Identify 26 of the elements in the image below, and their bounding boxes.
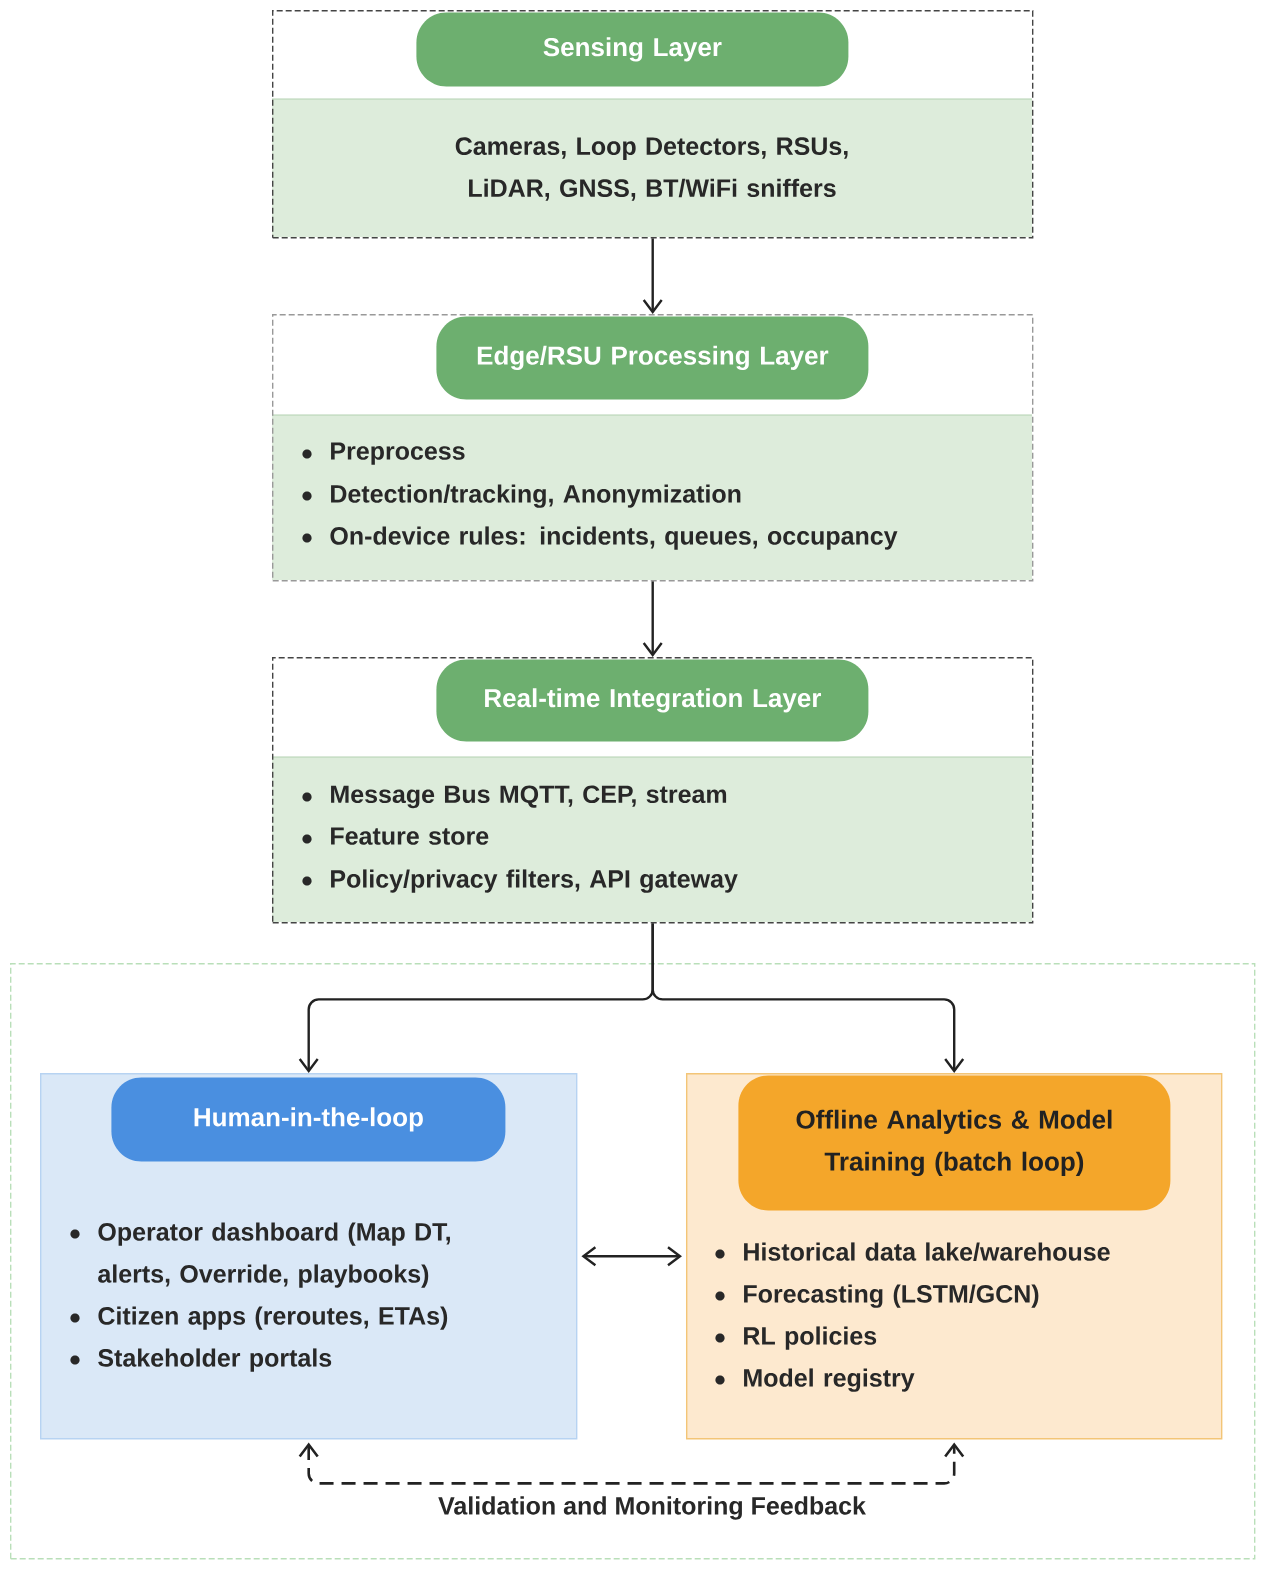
bullet-item: Model registry [715,1368,915,1392]
bullet-item: Policy/privacy filters, API gateway [302,869,738,893]
bullet-item: Preprocess [302,442,465,465]
bullet-item: Forecasting (LSTM/GCN) [715,1284,1039,1308]
bullet-item: On-device rules: incidents, queues, occupancy [302,526,898,550]
arrow [581,1246,682,1267]
bullet-item: Operator dashboard (Map DT, alerts, Override, playbooks) [70,1222,450,1288]
bullet-item: Message Bus MQTT, CEP, stream [302,785,727,809]
bullet-item: Stakeholder portals [70,1348,332,1372]
bullet-item: Historical data lake/warehouse [715,1242,1110,1262]
layer-title-pill: Sensing Layer [416,12,849,87]
bullet-item: Detection/tracking, Anonymization [302,484,741,508]
layer-title-pill: Real-time Integration Layer [436,659,869,742]
edge-label: Validation and Monitoring Feedback [434,1492,870,1524]
arrow [651,923,965,1073]
group-frame [10,963,1256,1560]
bullet-item: Feature store [302,827,489,845]
layer-title-pill: Offline Analytics & Model Training (batch loop) [738,1075,1171,1211]
arrow [642,238,663,314]
layer-title-pill: Edge/RSU Processing Layer [436,316,869,400]
arrow [298,1442,965,1485]
bullet-item: RL policies [715,1326,877,1350]
panel-text: Cameras, Loop Detectors, RSUs, LiDAR, GNSS, BT/WiFi sniffers [455,137,848,201]
layer-title-pill: Human-in-the-loop [111,1077,506,1162]
arrow [642,581,663,657]
bullet-item: Citizen apps (reroutes, ETAs) [70,1306,448,1330]
